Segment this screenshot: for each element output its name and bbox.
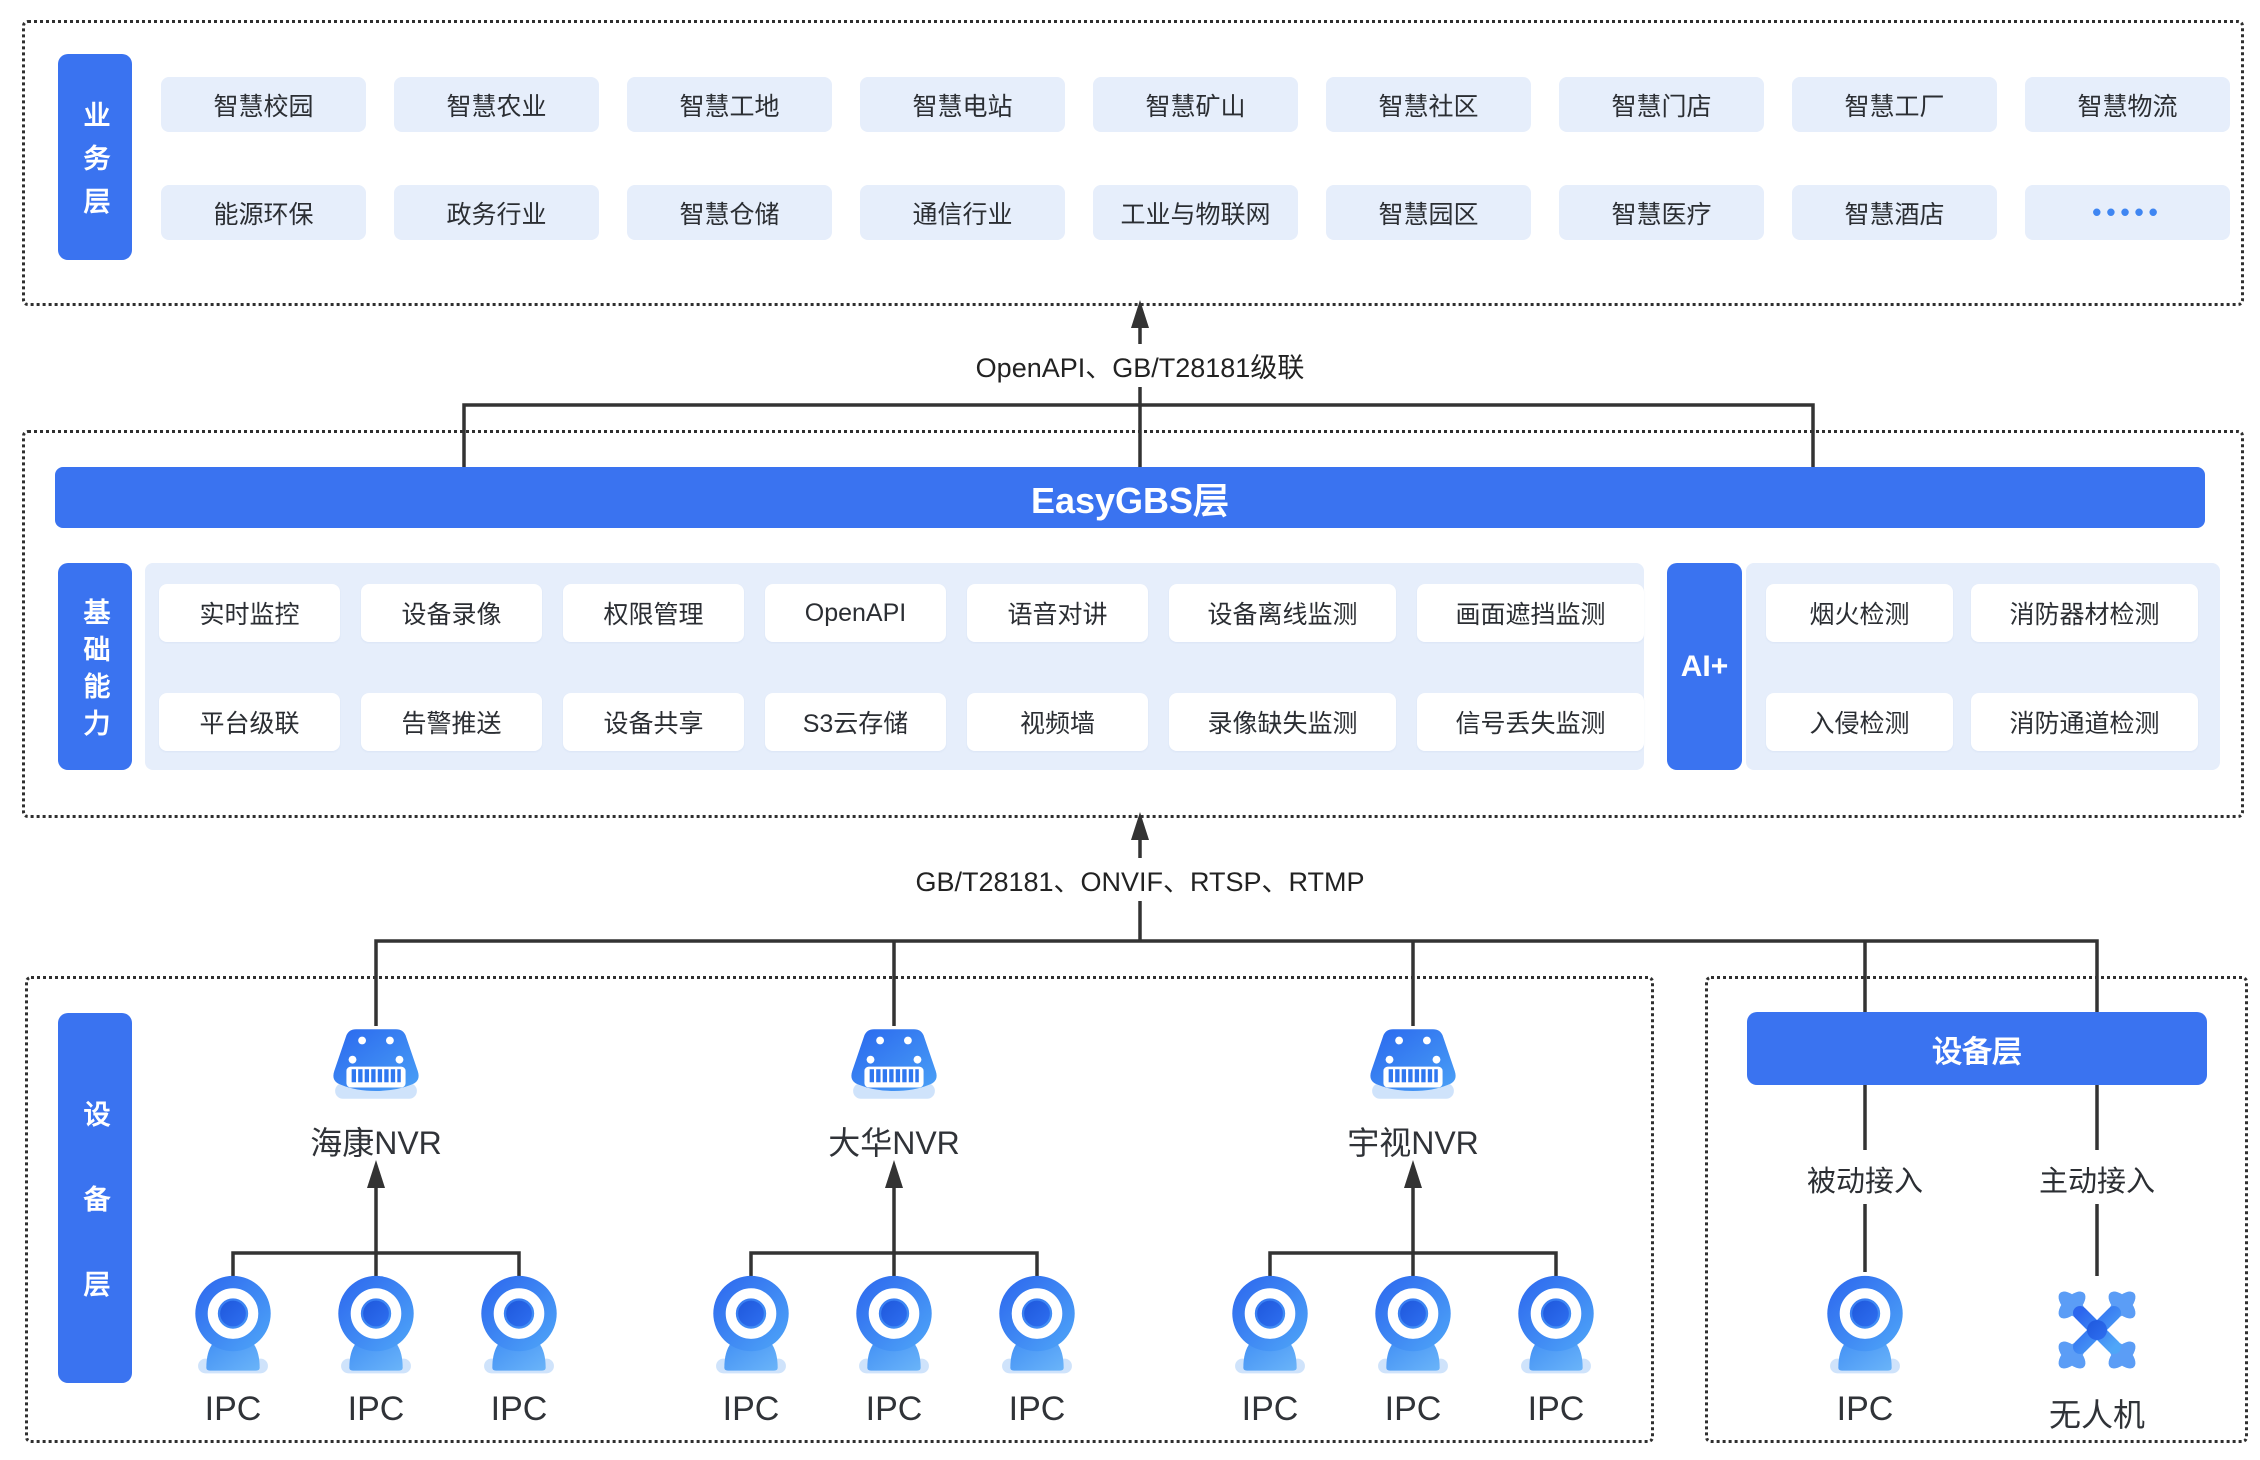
capability-item: 设备离线监测 — [1169, 584, 1396, 642]
ipc-label: IPC — [1527, 1390, 1585, 1428]
ai-plus-label: AI+ — [1667, 563, 1742, 770]
ai-item: 入侵检测 — [1766, 693, 1953, 751]
capability-item: S3云存储 — [765, 693, 946, 751]
access-panel-title: 设备层 — [1747, 1012, 2207, 1085]
more-dots: ••••• — [2025, 185, 2230, 240]
capability-item: 平台级联 — [159, 693, 340, 751]
ipc-label: IPC — [1008, 1390, 1066, 1428]
capability-layer-label: 基础能力 — [58, 563, 132, 770]
business-chip: 政务行业 — [394, 185, 599, 240]
capability-item: 录像缺失监测 — [1169, 693, 1396, 751]
ipc-icon — [1819, 1274, 1911, 1377]
ai-item: 消防通道检测 — [1971, 693, 2198, 751]
capability-item: OpenAPI — [765, 584, 946, 642]
business-chip: 智慧农业 — [394, 77, 599, 132]
ipc-icon — [1367, 1274, 1459, 1377]
ipc-icon — [848, 1274, 940, 1377]
business-chip: 智慧工地 — [627, 77, 832, 132]
ipc-icon — [330, 1274, 422, 1377]
ipc-label: IPC — [490, 1390, 548, 1428]
capability-item: 画面遮挡监测 — [1417, 584, 1644, 642]
capability-item: 信号丢失监测 — [1417, 693, 1644, 751]
business-chip: 智慧工厂 — [1792, 77, 1997, 132]
ipc-label: IPC — [1384, 1390, 1442, 1428]
ipc-icon — [1510, 1274, 1602, 1377]
nvr-name: 宇视NVR — [1347, 1125, 1479, 1161]
passive-access-label: 被动接入 — [1755, 1156, 1975, 1202]
drone-icon — [2047, 1280, 2147, 1380]
ipc-icon — [1224, 1274, 1316, 1377]
ipc-label: IPC — [865, 1390, 923, 1428]
nvr-name: 大华NVR — [828, 1125, 960, 1161]
business-chip: 智慧医疗 — [1559, 185, 1764, 240]
easygbs-bar: EasyGBS层 — [55, 467, 2205, 528]
device-layer-label: 设备层 — [58, 1013, 132, 1383]
ipc-label: IPC — [204, 1390, 262, 1428]
capability-item: 告警推送 — [361, 693, 542, 751]
top-connector-label: OpenAPI、GB/T28181级联 — [959, 344, 1321, 387]
active-access-label: 主动接入 — [1987, 1156, 2207, 1202]
business-chip: 智慧园区 — [1326, 185, 1531, 240]
business-chip: 通信行业 — [860, 185, 1065, 240]
nvr-name: 海康NVR — [310, 1125, 442, 1161]
business-chip: 智慧矿山 — [1093, 77, 1298, 132]
business-chip: 能源环保 — [161, 185, 366, 240]
capability-item: 语音对讲 — [967, 584, 1148, 642]
ipc-label: IPC — [347, 1390, 405, 1428]
ipc-icon — [473, 1274, 565, 1377]
ai-item: 消防器材检测 — [1971, 584, 2198, 642]
business-chip: 智慧校园 — [161, 77, 366, 132]
ipc-label: IPC — [1241, 1390, 1299, 1428]
business-chip: 智慧酒店 — [1792, 185, 1997, 240]
ai-item: 烟火检测 — [1766, 584, 1953, 642]
bottom-connector-label: GB/T28181、ONVIF、RTSP、RTMP — [899, 858, 1381, 901]
business-chip: 智慧社区 — [1326, 77, 1531, 132]
nvr-icon — [846, 1024, 942, 1104]
capability-item: 设备录像 — [361, 584, 542, 642]
business-chip: 智慧仓储 — [627, 185, 832, 240]
business-chip: 智慧物流 — [2025, 77, 2230, 132]
business-chip: 智慧电站 — [860, 77, 1065, 132]
business-chip: 智慧门店 — [1559, 77, 1764, 132]
capability-item: 设备共享 — [563, 693, 744, 751]
business-layer-box — [22, 20, 2244, 306]
capability-item: 权限管理 — [563, 584, 744, 642]
ipc-icon — [187, 1274, 279, 1377]
nvr-icon — [1365, 1024, 1461, 1104]
ipc-icon — [705, 1274, 797, 1377]
ipc-label: IPC — [722, 1390, 780, 1428]
access-device-label: 无人机 — [2048, 1397, 2145, 1433]
access-device-label: IPC — [1836, 1390, 1894, 1428]
nvr-icon — [328, 1024, 424, 1104]
ipc-icon — [991, 1274, 1083, 1377]
capability-item: 实时监控 — [159, 584, 340, 642]
business-layer-label: 业务层 — [58, 54, 132, 260]
business-chip: 工业与物联网 — [1093, 185, 1298, 240]
capability-item: 视频墙 — [967, 693, 1148, 751]
